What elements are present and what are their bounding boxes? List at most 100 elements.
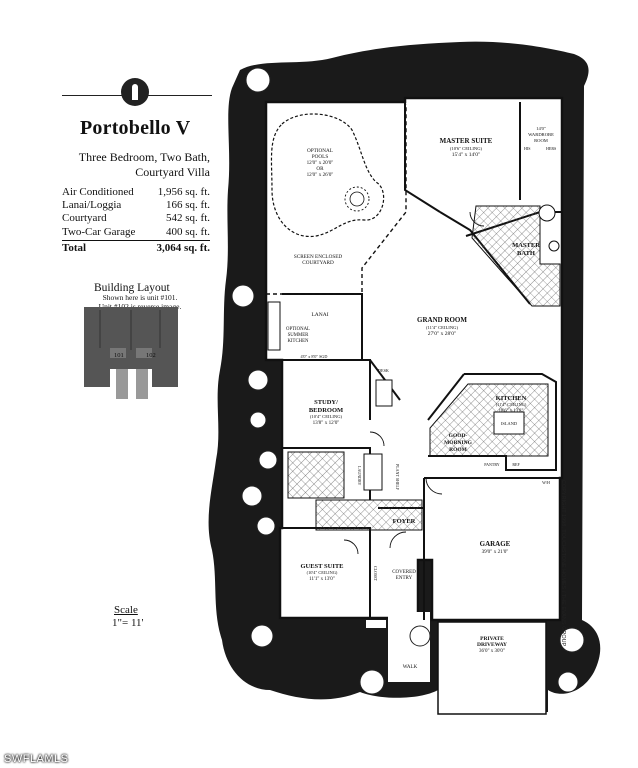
wardrobe-line: WARDROBE	[528, 132, 554, 137]
pool-line: OPTIONAL	[307, 148, 333, 154]
ref-label: REF	[512, 462, 520, 467]
driveway-line: PRIVATE	[480, 636, 504, 642]
model-title: Portobello V	[80, 117, 191, 139]
building-layout-title: Building Layout	[94, 282, 170, 294]
morning-room-line: ROOM	[449, 447, 468, 453]
note-line: Shown here is unit #101.	[102, 293, 178, 302]
study-ceiling: (10'4" CEILING)	[310, 414, 343, 419]
study-label: BEDROOM	[309, 407, 343, 414]
wardrobe-line: ROOM	[534, 138, 548, 143]
pool-line: 12'0" x 20'0"	[307, 160, 334, 166]
plant-icons	[231, 67, 585, 695]
spec-value: 166 sq. ft.	[166, 199, 210, 212]
spec-row: Two-Car Garage 400 sq. ft.	[62, 226, 210, 239]
master-bath-label: MASTER	[512, 242, 540, 249]
island-label: ISLAND	[501, 421, 517, 426]
garage-label: GARAGE	[480, 540, 511, 548]
note-line: Unit #102 is reverse image.	[98, 301, 182, 311]
spec-total-row: Total 3,064 sq. ft.	[62, 242, 210, 255]
summer-kitchen-line: KITCHEN	[287, 339, 309, 344]
spec-label: Two-Car Garage	[62, 225, 136, 238]
master-suite-ceiling: (10'6" CEILING)	[450, 146, 483, 151]
model-subtitle: Three Bedroom, Two Bath, Courtyard Villa	[60, 150, 210, 180]
morning-room-line: MORNING	[444, 440, 473, 446]
guest-suite-size: 11'1" x 13'0"	[309, 577, 335, 582]
mls-watermark: SWFLAMLS	[4, 753, 69, 765]
spec-row: Air Conditioned 1,956 sq. ft.	[62, 186, 210, 199]
building-layout-note: Shown here is unit #101. Unit #102 is re…	[80, 293, 200, 311]
spec-value: 1,956 sq. ft.	[157, 186, 210, 198]
pantry-label: PANTRY	[484, 462, 500, 467]
kitchen-ceiling: (11'4" CEILING)	[496, 402, 527, 407]
grand-room-size: 27'0" x 28'0"	[428, 331, 456, 337]
tub-fixture	[538, 204, 556, 222]
hers-closet-label: HERS	[546, 146, 556, 151]
guest-suite-label: GUEST SUITE	[300, 563, 343, 570]
foyer-tile	[315, 499, 423, 531]
spec-row: Lanai/Loggia 166 sq. ft.	[62, 199, 210, 212]
desk-counter	[375, 379, 393, 407]
pool-line: POOLS	[312, 154, 329, 160]
courtyard-line: COURTYARD	[302, 260, 334, 266]
morning-room-line: GOOD-	[449, 433, 468, 439]
his-closet-label: HIS	[524, 146, 530, 151]
kitchen-label: KITCHEN	[496, 395, 527, 402]
master-suite-label: MASTER SUITE	[440, 137, 493, 145]
spec-label: Courtyard	[62, 212, 107, 225]
grand-room-ceiling: (11'4" CEILING)	[426, 325, 458, 330]
island-counter	[493, 411, 525, 435]
courtyard-line: SCREEN ENCLOSED	[294, 254, 343, 260]
lanai-label: LANAI	[311, 312, 328, 318]
guest-suite-ceiling: (10'4" CEILING)	[307, 570, 338, 575]
pool-line: 12'0" x 26'0"	[307, 172, 334, 178]
guest-bath-tile	[287, 451, 345, 499]
subtitle-line: Courtyard Villa	[135, 165, 210, 179]
kitchen-size: 18'6" x 13'8"	[499, 409, 524, 414]
spec-label: Air Conditioned	[62, 186, 134, 198]
foyer-label: FOYER	[393, 518, 416, 525]
master-suite-size: 15'4" x 14'0"	[452, 152, 480, 158]
plant-shelf-label: PLANT SHELF	[395, 464, 400, 491]
summer-kitchen-line: SUMMER	[288, 333, 310, 338]
spec-row: Courtyard 542 sq. ft.	[62, 212, 210, 225]
laundry-machines	[363, 453, 383, 491]
scale-value: 1"= 11'	[112, 617, 144, 629]
spec-value: 400 sq. ft.	[166, 225, 210, 238]
sink-fixture	[548, 240, 560, 252]
master-bath-label: BATH	[517, 250, 535, 257]
laundry-label: LAUNDRY	[357, 466, 362, 485]
square-footage-table: Air Conditioned 1,956 sq. ft. Lanai/Logg…	[62, 186, 210, 255]
driveway-line: DRIVEWAY	[477, 642, 507, 648]
total-value: 3,064 sq. ft.	[156, 241, 210, 254]
wardrobe-line: 14'0"	[536, 126, 546, 131]
wh-label: W/H	[542, 480, 550, 485]
spec-value: 542 sq. ft.	[166, 212, 210, 225]
spec-label: Lanai/Loggia	[62, 199, 122, 212]
kitchen-tile	[429, 383, 549, 457]
covered-entry-line: ENTRY	[396, 576, 413, 581]
summer-kitchen-counter	[267, 301, 281, 351]
tree-logo-icon	[132, 84, 138, 100]
subtitle-line: Three Bedroom, Two Bath,	[78, 150, 210, 164]
lanai-sgd-label: 4'0" x 8'0" SGD	[301, 354, 328, 359]
study-size: 13'8" x 12'0"	[313, 420, 340, 426]
pool-line: OR	[316, 166, 324, 172]
copyright-notice: COPYRIGHT 1998, TOUCHSTONE HOMES / THE E…	[560, 480, 566, 647]
desk-label: DESK	[378, 368, 389, 373]
scale-title: Scale	[114, 604, 138, 616]
total-label: Total	[62, 241, 87, 254]
garage-size: 39'0" x 21'0"	[482, 549, 509, 555]
study-label: STUDY/	[314, 399, 338, 406]
door-swings	[343, 211, 485, 555]
total-rule	[62, 239, 210, 241]
room-labels: MASTER SUITE (10'6" CEILING) 15'4" x 14'…	[286, 126, 556, 670]
grand-room-label: GRAND ROOM	[417, 316, 467, 324]
walk-label: WALK	[403, 665, 418, 670]
driveway-size: 36'0" x 30'0"	[479, 649, 505, 654]
covered-entry-line: COVERED	[392, 570, 416, 575]
screen-enclosure	[266, 104, 407, 295]
summer-kitchen-line: OPTIONAL	[286, 327, 310, 332]
closet-label: CLOSET	[373, 566, 378, 582]
